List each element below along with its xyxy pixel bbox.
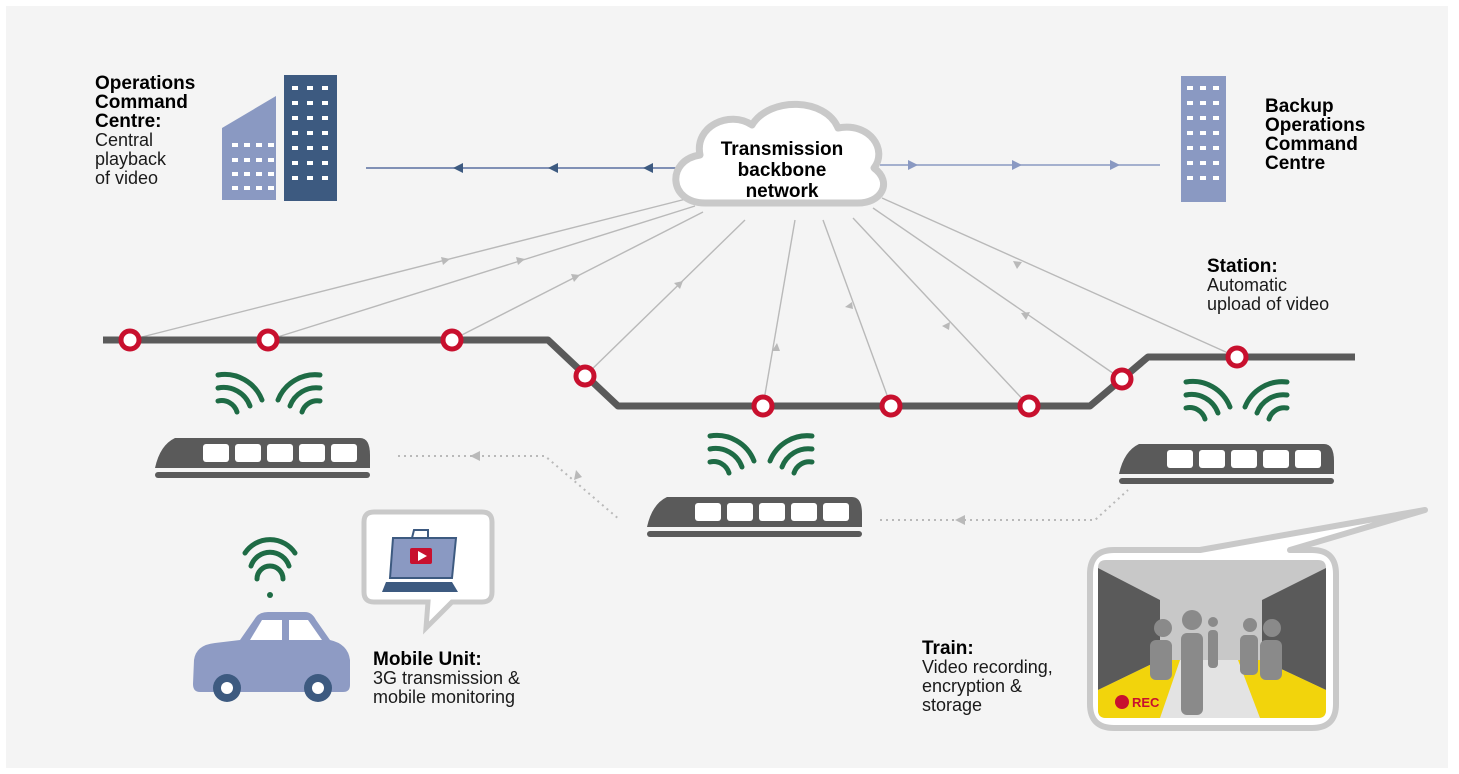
train-label: Train: Video recording, encryption & sto… [922, 639, 1053, 715]
mobile-label: Mobile Unit: 3G transmission & mobile mo… [373, 650, 520, 707]
train-desc-1: Video recording, [922, 657, 1053, 677]
cloud-icon [672, 100, 888, 207]
station-label: Station: Automatic upload of video [1207, 257, 1329, 314]
cloud-label-2: backbone [738, 160, 827, 181]
operations-desc-3: of video [95, 168, 159, 188]
operations-title-2: Command [95, 92, 188, 113]
station-marker [573, 364, 597, 388]
station-desc-1: Automatic [1207, 275, 1288, 295]
train-links [398, 455, 1129, 521]
rec-label: REC [1132, 695, 1160, 710]
station-upload-links [129, 197, 1238, 407]
cloud-label-1: Transmission [721, 139, 844, 160]
cloud-label-3: network [746, 181, 819, 202]
car-icon [193, 612, 350, 702]
train-title: Train: [922, 638, 974, 659]
backup-label: Backup Operations Command Centre [1265, 97, 1365, 173]
backup-line-4: Centre [1265, 153, 1326, 174]
station-marker [440, 328, 464, 352]
station-marker [1225, 345, 1249, 369]
train-interior-bubble: REC [1087, 507, 1428, 731]
operations-desc-2: playback [95, 149, 167, 169]
train-desc-3: storage [922, 695, 983, 715]
station-marker [1110, 367, 1134, 391]
backup-building-icon [1181, 76, 1226, 202]
rec-icon [1115, 695, 1129, 709]
train-link-arrows [470, 451, 965, 525]
station-title: Station: [1207, 256, 1278, 277]
link-to-backup [880, 160, 1160, 170]
operations-title-3: Centre: [95, 111, 162, 132]
station-marker [1017, 394, 1041, 418]
laptop-bubble [361, 509, 495, 635]
mobile-desc-2: mobile monitoring [373, 687, 516, 707]
backup-line-1: Backup [1265, 96, 1334, 117]
station-marker [879, 394, 903, 418]
link-to-operations [366, 163, 690, 173]
mobile-title: Mobile Unit: [373, 649, 482, 670]
operations-title-1: Operations [95, 73, 196, 94]
wifi-icon [215, 371, 1290, 598]
station-marker [118, 328, 142, 352]
train-desc-2: encryption & [922, 676, 1023, 696]
mobile-desc-1: 3G transmission & [373, 668, 521, 688]
train-icon [1119, 444, 1334, 484]
station-desc-2: upload of video [1207, 294, 1330, 314]
backup-line-2: Operations [1265, 115, 1366, 136]
station-marker [256, 328, 280, 352]
building-icon [222, 75, 337, 201]
train-icon [647, 497, 862, 537]
rail-track [103, 336, 1355, 410]
stations [118, 328, 1249, 418]
station-marker [751, 394, 775, 418]
play-icon [410, 548, 432, 564]
train-icon [155, 438, 370, 478]
backup-line-3: Command [1265, 134, 1358, 155]
operations-desc-1: Central [95, 130, 154, 150]
operations-label: Operations Command Centre: Central playb… [95, 74, 195, 188]
